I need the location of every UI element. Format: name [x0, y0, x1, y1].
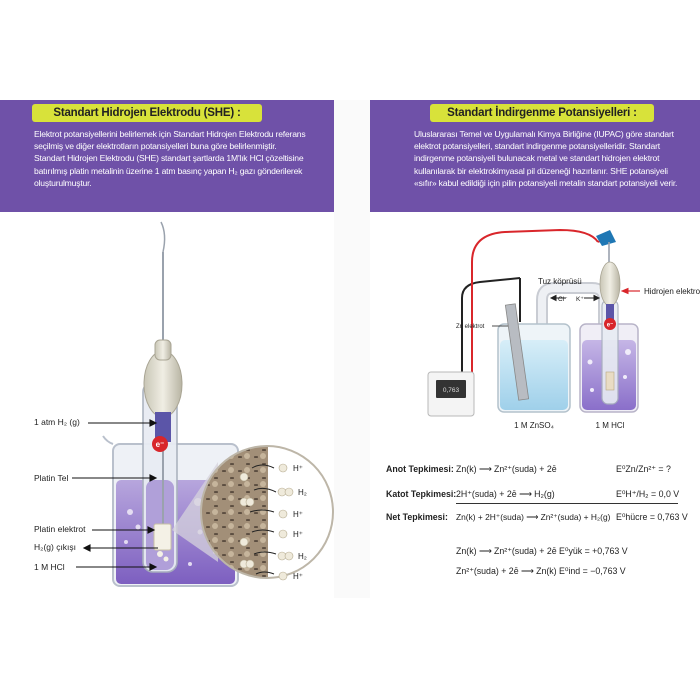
right-header-band: Standart İndirgenme Potansiyelleri : Ulu… [370, 100, 700, 212]
beaker1-label: 1 M ZnSO₄ [514, 421, 554, 430]
right-paragraph-line: elektrot potansiyelleri, standart indirg… [414, 141, 660, 152]
voltmeter-reading: 0,763 [443, 387, 460, 394]
zoom-label: H⁺ [293, 464, 303, 473]
page-gutter [334, 100, 370, 598]
she-illustration: e⁻ H⁺ H₂ H⁺ H⁺ H₂ H⁺ [72, 221, 334, 587]
hydrogen-electrode-bulb [599, 261, 621, 307]
left-paragraph-line: batırılmış platin metalinin üzerine 1 at… [34, 165, 303, 176]
salt-bridge-label: Tuz köprüsü [538, 277, 582, 286]
left-page: Standart Hidrojen Elektrodu (SHE) : Elek… [0, 100, 334, 598]
zoom-label: H⁺ [293, 510, 303, 519]
left-header-band: Standart Hidrojen Elektrodu (SHE) : Elek… [0, 100, 334, 212]
right-paragraph: Uluslararası Temel ve Uygulamalı Kimya B… [414, 128, 700, 189]
anot-equation: Zn(k) ⟶ Zn²⁺(suda) + 2ē [456, 464, 557, 474]
platinum-electrode [153, 523, 172, 551]
zoom-label: H⁺ [293, 530, 303, 539]
left-paragraph-line: seçilmiş ve diğer elektrotların potansiy… [34, 141, 277, 152]
anot-potential: E⁰Zn/Zn²⁺ = ? [616, 464, 671, 474]
left-paragraph-line: oluşturulmuştur. [34, 177, 92, 188]
katot-equation: 2H⁺(suda) + 2ē ⟶ H₂(g) [456, 489, 555, 499]
zoom-label: H₂ [298, 488, 307, 497]
oxidation-equation: Zn(k) ⟶ Zn²⁺(suda) + 2ē E⁰yük = +0,763 V [456, 546, 628, 556]
alligator-clip [596, 230, 616, 246]
reduction-equation: Zn²⁺(suda) + 2ē ⟶ Zn(k) E⁰ind = −0,763 V [456, 566, 626, 576]
left-title: Standart Hidrojen Elektrodu (SHE) : [32, 104, 262, 122]
right-paragraph-line: Uluslararası Temel ve Uygulamalı Kimya B… [414, 129, 674, 139]
katot-potential: E⁰H⁺/H₂ = 0,0 V [616, 489, 680, 499]
net-label: Net Tepkimesi: [386, 512, 448, 522]
rubber-bulb [143, 350, 183, 418]
net-potential: E⁰hücre = 0,763 V [616, 512, 688, 522]
right-title: Standart İndirgenme Potansiyelleri : [430, 104, 654, 122]
anot-label: Anot Tepkimesi: [386, 464, 454, 474]
ion-cl: Cl⁻ [558, 296, 568, 303]
right-paragraph-line: «sıfır» kabul edildiği için pilin potans… [414, 177, 678, 188]
left-paragraph: Elektrot potansiyellerini belirlemek içi… [34, 128, 334, 189]
label-h2-exit: H₂(g) çıkışı [34, 542, 77, 552]
right-page: Standart İndirgenme Potansiyelleri : Ulu… [370, 100, 700, 598]
zoom-label: H⁺ [293, 572, 303, 581]
label-hcl: 1 M HCl [34, 562, 65, 572]
net-equation: Zn(k) + 2H⁺(suda) ⟶ Zn²⁺(suda) + H₂(g) [456, 512, 611, 522]
electron-badge-text: e⁻ [156, 440, 165, 449]
znso4-solution [500, 340, 568, 410]
left-paragraph-line: Standart Hidrojen Elektrodu (SHE) standa… [34, 153, 304, 164]
right-paragraph-line: indirgenme potansiyeli bulunacak metal v… [414, 153, 660, 164]
label-platin-tel: Platin Tel [34, 473, 69, 483]
katot-label: Katot Tepkimesi: [386, 489, 457, 499]
galvanic-cell-illustration: 0,763 e⁻ Cl⁻ K⁺ Tuz köprüsü Zn elektrot [427, 228, 700, 430]
label-platin-elektrot: Platin elektrot [34, 524, 86, 534]
label-h2-input: 1 atm H₂ (g) [34, 417, 80, 427]
zn-electrode-label: Zn elektrot [456, 324, 485, 330]
right-paragraph-line: kullanılarak bir elektrokimyasal pil düz… [414, 165, 668, 176]
hydrogen-electrode-label: Hidrojen elektrot [644, 287, 700, 296]
beaker2-label: 1 M HCl [596, 421, 625, 430]
sum-line [456, 503, 678, 504]
zinc-electrode [504, 303, 530, 401]
electron-badge [152, 436, 168, 452]
ion-k: K⁺ [576, 296, 584, 303]
zoom-label: H₂ [298, 552, 307, 561]
left-paragraph-line: Elektrot potansiyellerini belirlemek içi… [34, 129, 306, 139]
electron-badge-text: e⁻ [607, 323, 614, 329]
